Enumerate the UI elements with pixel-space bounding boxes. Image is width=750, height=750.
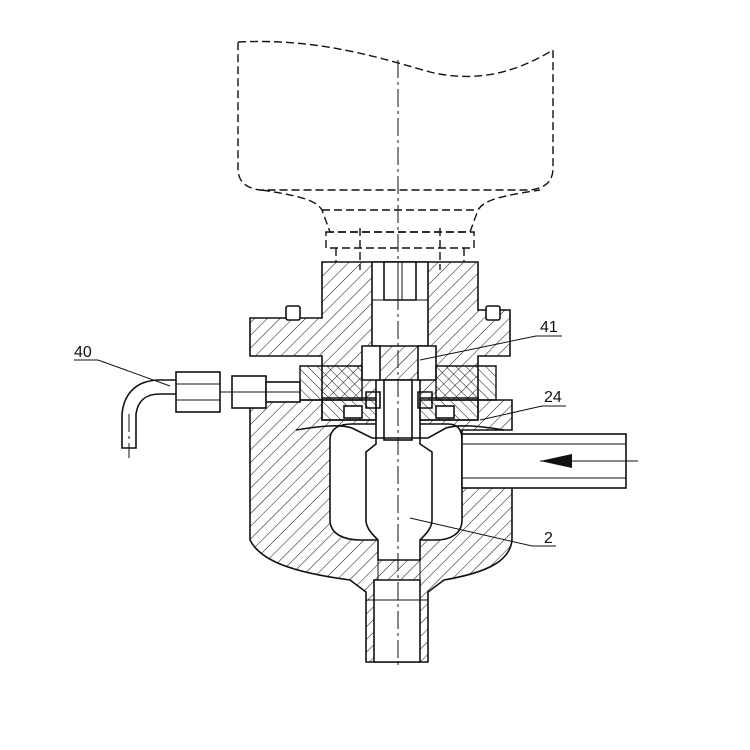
actuator-housing [237,40,554,270]
inlet-pipe [461,433,638,489]
pilot-fitting [121,371,301,458]
guide-bushing [299,345,497,401]
part-label-2: 2 [544,530,553,547]
part-label-40: 40 [74,344,92,361]
flow-arrow-icon [540,454,572,468]
part-label-41: 41 [540,319,558,336]
diaphragm-seat [295,391,505,439]
part-label-24: 24 [544,389,562,406]
